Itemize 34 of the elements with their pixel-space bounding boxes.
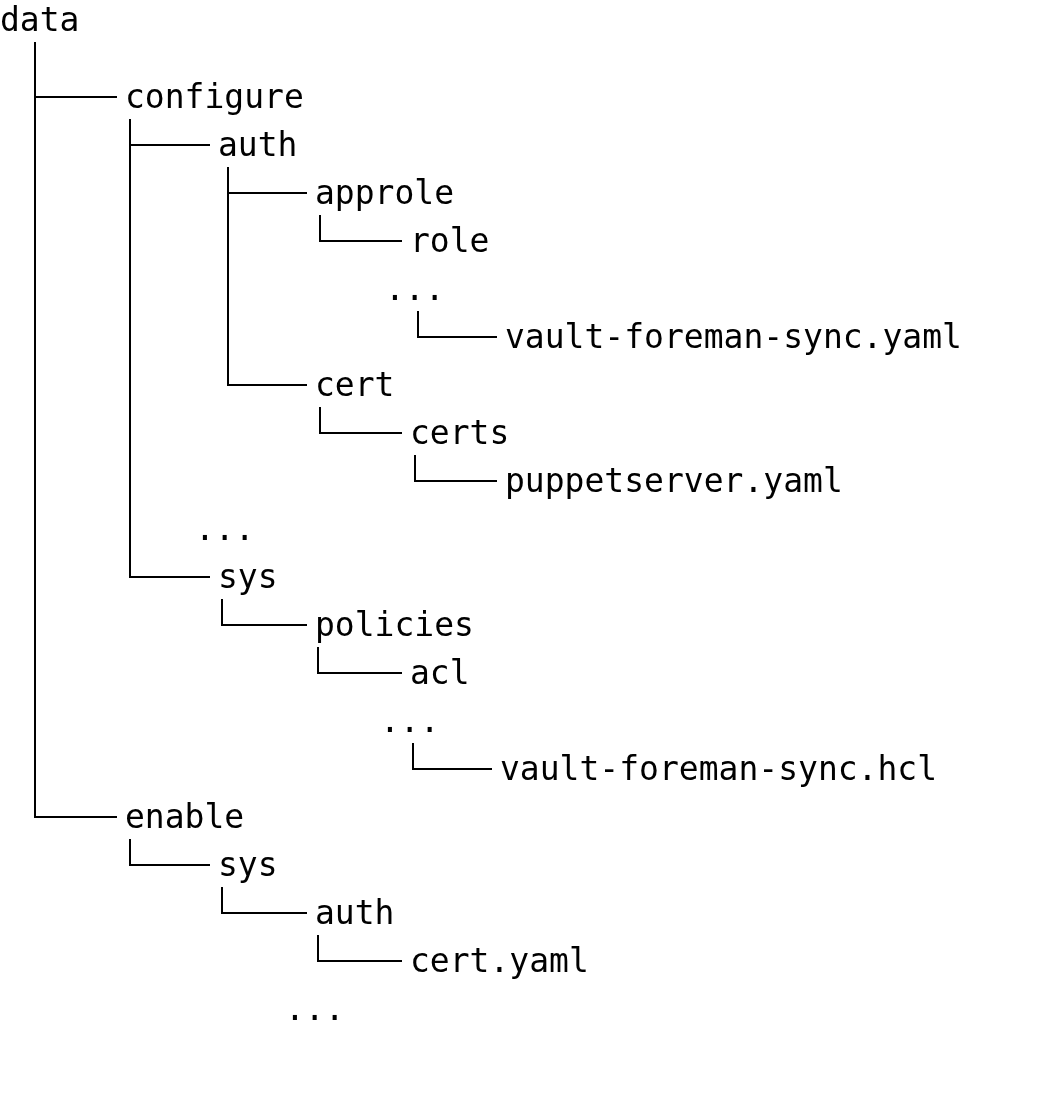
tree-item-label: ... xyxy=(195,507,255,551)
tree-item-label: certs xyxy=(410,411,510,455)
tree-item-label: data xyxy=(0,0,80,42)
tree-connector xyxy=(221,886,308,914)
tree-connector xyxy=(129,118,211,578)
tree-connector xyxy=(319,406,403,434)
tree-connector xyxy=(319,214,403,242)
tree-connector xyxy=(317,934,403,962)
tree-item-label: approle xyxy=(315,171,455,215)
tree-item-label: ... xyxy=(385,267,445,311)
tree-item-label: ... xyxy=(285,987,345,1031)
tree-item-label: vault-foreman-sync.hcl xyxy=(500,747,938,791)
tree-item-label: vault-foreman-sync.yaml xyxy=(505,315,962,359)
tree-item-label: sys xyxy=(218,555,278,599)
tree-item-label: auth xyxy=(315,891,395,935)
tree-item-label: cert.yaml xyxy=(410,939,589,983)
tree-connector xyxy=(221,598,308,626)
tree-item-label: puppetserver.yaml xyxy=(505,459,843,503)
tree-item-label: configure xyxy=(125,75,304,119)
tree-connector xyxy=(227,166,308,386)
tree-connector xyxy=(414,454,498,482)
tree-connector xyxy=(317,646,403,674)
tree-item-label: cert xyxy=(315,363,395,407)
tree-item-label: auth xyxy=(218,123,298,167)
tree-connector xyxy=(417,310,498,338)
tree-item-label: ... xyxy=(380,699,440,743)
tree-item-label: role xyxy=(410,219,490,263)
tree-item-label: acl xyxy=(410,651,470,695)
tree-item-label: policies xyxy=(315,603,474,647)
tree-connector xyxy=(412,742,493,770)
tree-connector xyxy=(34,41,118,818)
tree-connector xyxy=(129,838,211,866)
tree-item-label: enable xyxy=(125,795,245,839)
tree-item-label: sys xyxy=(218,843,278,887)
